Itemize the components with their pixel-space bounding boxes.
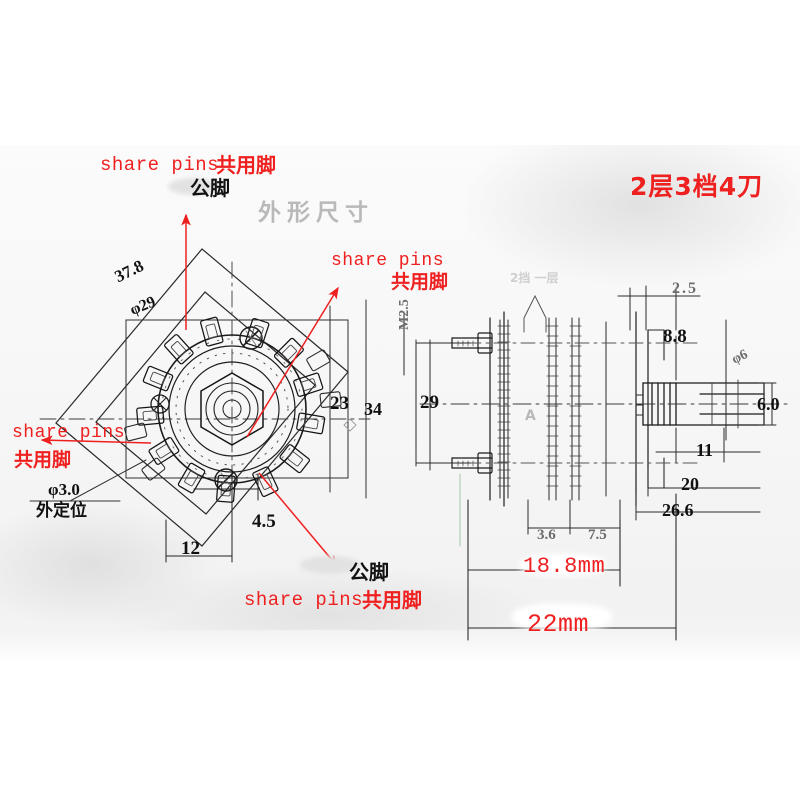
callout-bottom-share-pins: share pins bbox=[244, 589, 364, 611]
section-mark-a: A bbox=[525, 408, 536, 424]
dim-12: 12 bbox=[181, 538, 200, 559]
callout-arrow-left bbox=[40, 435, 152, 446]
dim-11: 11 bbox=[696, 440, 714, 460]
callout-top-gongjiao: 公脚 bbox=[190, 176, 230, 200]
note-layer: 2挡 一层 bbox=[510, 271, 559, 285]
dim-20: 20 bbox=[681, 474, 699, 494]
dim-7-5: 7.5 bbox=[588, 527, 607, 543]
scan-backdrop bbox=[0, 145, 800, 655]
callout-22mm: 22mm bbox=[527, 610, 590, 639]
dim-m2-5: M2.5 bbox=[397, 299, 412, 330]
callout-arrow-bottom bbox=[258, 472, 338, 568]
dim-34: 34 bbox=[364, 399, 382, 419]
sheet-title: 外形尺寸 bbox=[258, 200, 374, 226]
dim-23: 23 bbox=[330, 393, 349, 414]
callout-bottom-cn: 共用脚 bbox=[362, 588, 422, 612]
dim-2-5: 2.5 bbox=[672, 280, 698, 297]
dim-26-6: 26.6 bbox=[662, 500, 694, 520]
callout-top-share-pins: share pins bbox=[100, 154, 220, 176]
scan-smudge-1 bbox=[168, 178, 220, 195]
dim-phi-3-0: φ3.0 bbox=[48, 480, 80, 499]
callout-upper-right-share-pins: share pins bbox=[331, 251, 445, 271]
scan-backdrop-fade bbox=[0, 630, 800, 662]
callout-top-share-pins-cn: 共用脚 bbox=[216, 153, 276, 177]
dim-29: 29 bbox=[420, 392, 439, 413]
dim-3-6: 3.6 bbox=[537, 527, 556, 543]
dim-4-5: 4.5 bbox=[252, 511, 276, 532]
scan-whiteout-2 bbox=[520, 554, 606, 576]
callout-left-cn: 共用脚 bbox=[14, 449, 72, 471]
dim-6-0: 6.0 bbox=[757, 394, 780, 414]
scan-smudge-2 bbox=[300, 556, 360, 574]
callout-bottom-gongjiao: 公脚 bbox=[349, 560, 389, 584]
callout-left-share-pins: share pins bbox=[12, 423, 126, 443]
dim-8-8: 8.8 bbox=[663, 326, 687, 347]
note-external-locator: 外定位 bbox=[36, 501, 87, 521]
callout-18-8mm: 18.8mm bbox=[523, 554, 606, 579]
scan-whiteout-1 bbox=[512, 604, 612, 630]
spec-title: 2层3档4刀 bbox=[630, 172, 764, 201]
callout-arrow-upper-right bbox=[246, 286, 339, 438]
callout-upper-right-cn: 共用脚 bbox=[391, 271, 449, 293]
